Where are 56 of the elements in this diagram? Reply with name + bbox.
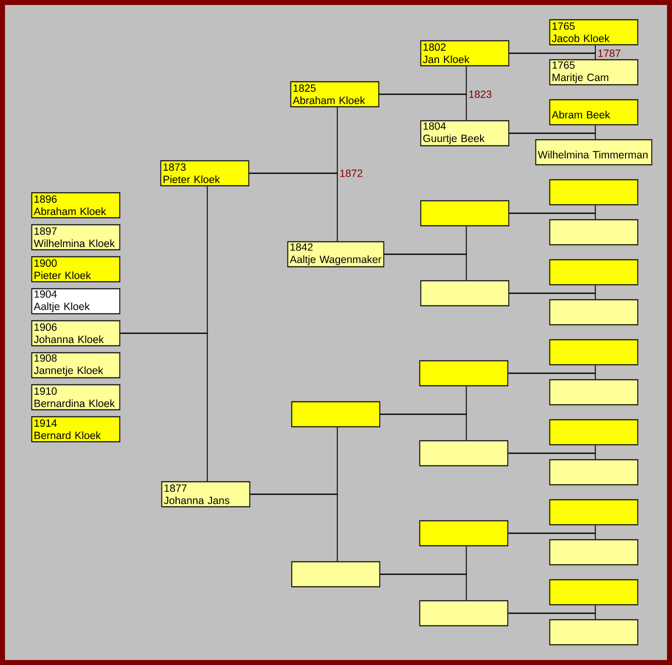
blank-box — [549, 179, 638, 206]
blank-box — [420, 200, 510, 226]
connector-line — [380, 574, 467, 601]
connector-line — [508, 372, 596, 380]
blank-box — [549, 459, 638, 486]
blank-box — [549, 579, 638, 606]
blank-box — [291, 561, 380, 588]
blank-box — [549, 539, 638, 566]
year-label: 1787 — [596, 48, 622, 58]
person-box: 1908 Jannetje Kloek — [31, 352, 120, 378]
connector-line — [508, 292, 596, 300]
blank-box — [291, 401, 380, 428]
blank-box — [419, 440, 508, 466]
blank-box — [549, 379, 638, 406]
person-box: 1877 Johanna Jans — [161, 481, 250, 508]
blank-box — [549, 419, 638, 446]
person-box: 1765 Maritje Cam — [549, 59, 638, 86]
person-box: 1906 Johanna Kloek — [31, 320, 120, 346]
blank-box — [419, 520, 508, 546]
blank-box — [549, 619, 638, 646]
person-box: 1804 Guurtje Beek — [420, 120, 510, 146]
person-box: 1904 Aaltje Kloek — [31, 288, 120, 314]
person-box: 1910 Bernardina Kloek — [31, 384, 120, 410]
blank-box — [419, 360, 508, 386]
connector-line — [508, 52, 596, 60]
connector-line — [508, 612, 596, 620]
person-box: 1897 Wilhelmina Kloek — [31, 224, 120, 250]
person-box: 1900 Pieter Kloek — [31, 256, 120, 282]
blank-box — [549, 339, 638, 366]
year-label: 1823 — [468, 90, 493, 99]
connector-line — [508, 132, 596, 140]
person-box: Abram Beek — [549, 99, 638, 126]
person-box: 1873 Pieter Kloek — [160, 160, 250, 186]
blank-box — [549, 219, 638, 246]
blank-box — [549, 259, 638, 286]
connector-line — [378, 94, 467, 121]
person-box: Wilhelmina Timmerman — [535, 139, 652, 166]
connector-line — [380, 414, 467, 441]
person-box: 1842 Aaltje Wagenmaker — [287, 241, 384, 268]
connector-line — [508, 452, 596, 460]
year-label: 1872 — [338, 168, 364, 178]
connector-line — [248, 172, 338, 242]
connector-line — [508, 212, 596, 220]
person-box: 1802 Jan Kloek — [420, 40, 510, 66]
person-box: 1825 Abraham Kloek — [290, 81, 380, 108]
blank-box — [549, 299, 638, 326]
connector-line — [120, 332, 208, 482]
blank-box — [419, 600, 508, 626]
connector-line — [508, 532, 596, 540]
connector-line — [384, 254, 467, 281]
connector-line — [250, 494, 338, 562]
person-box: 1914 Bernard Kloek — [31, 416, 120, 442]
blank-box — [549, 499, 638, 526]
person-box: 1765 Jacob Kloek — [549, 19, 638, 46]
blank-box — [420, 280, 510, 306]
person-box: 1896 Abraham Kloek — [31, 192, 120, 218]
